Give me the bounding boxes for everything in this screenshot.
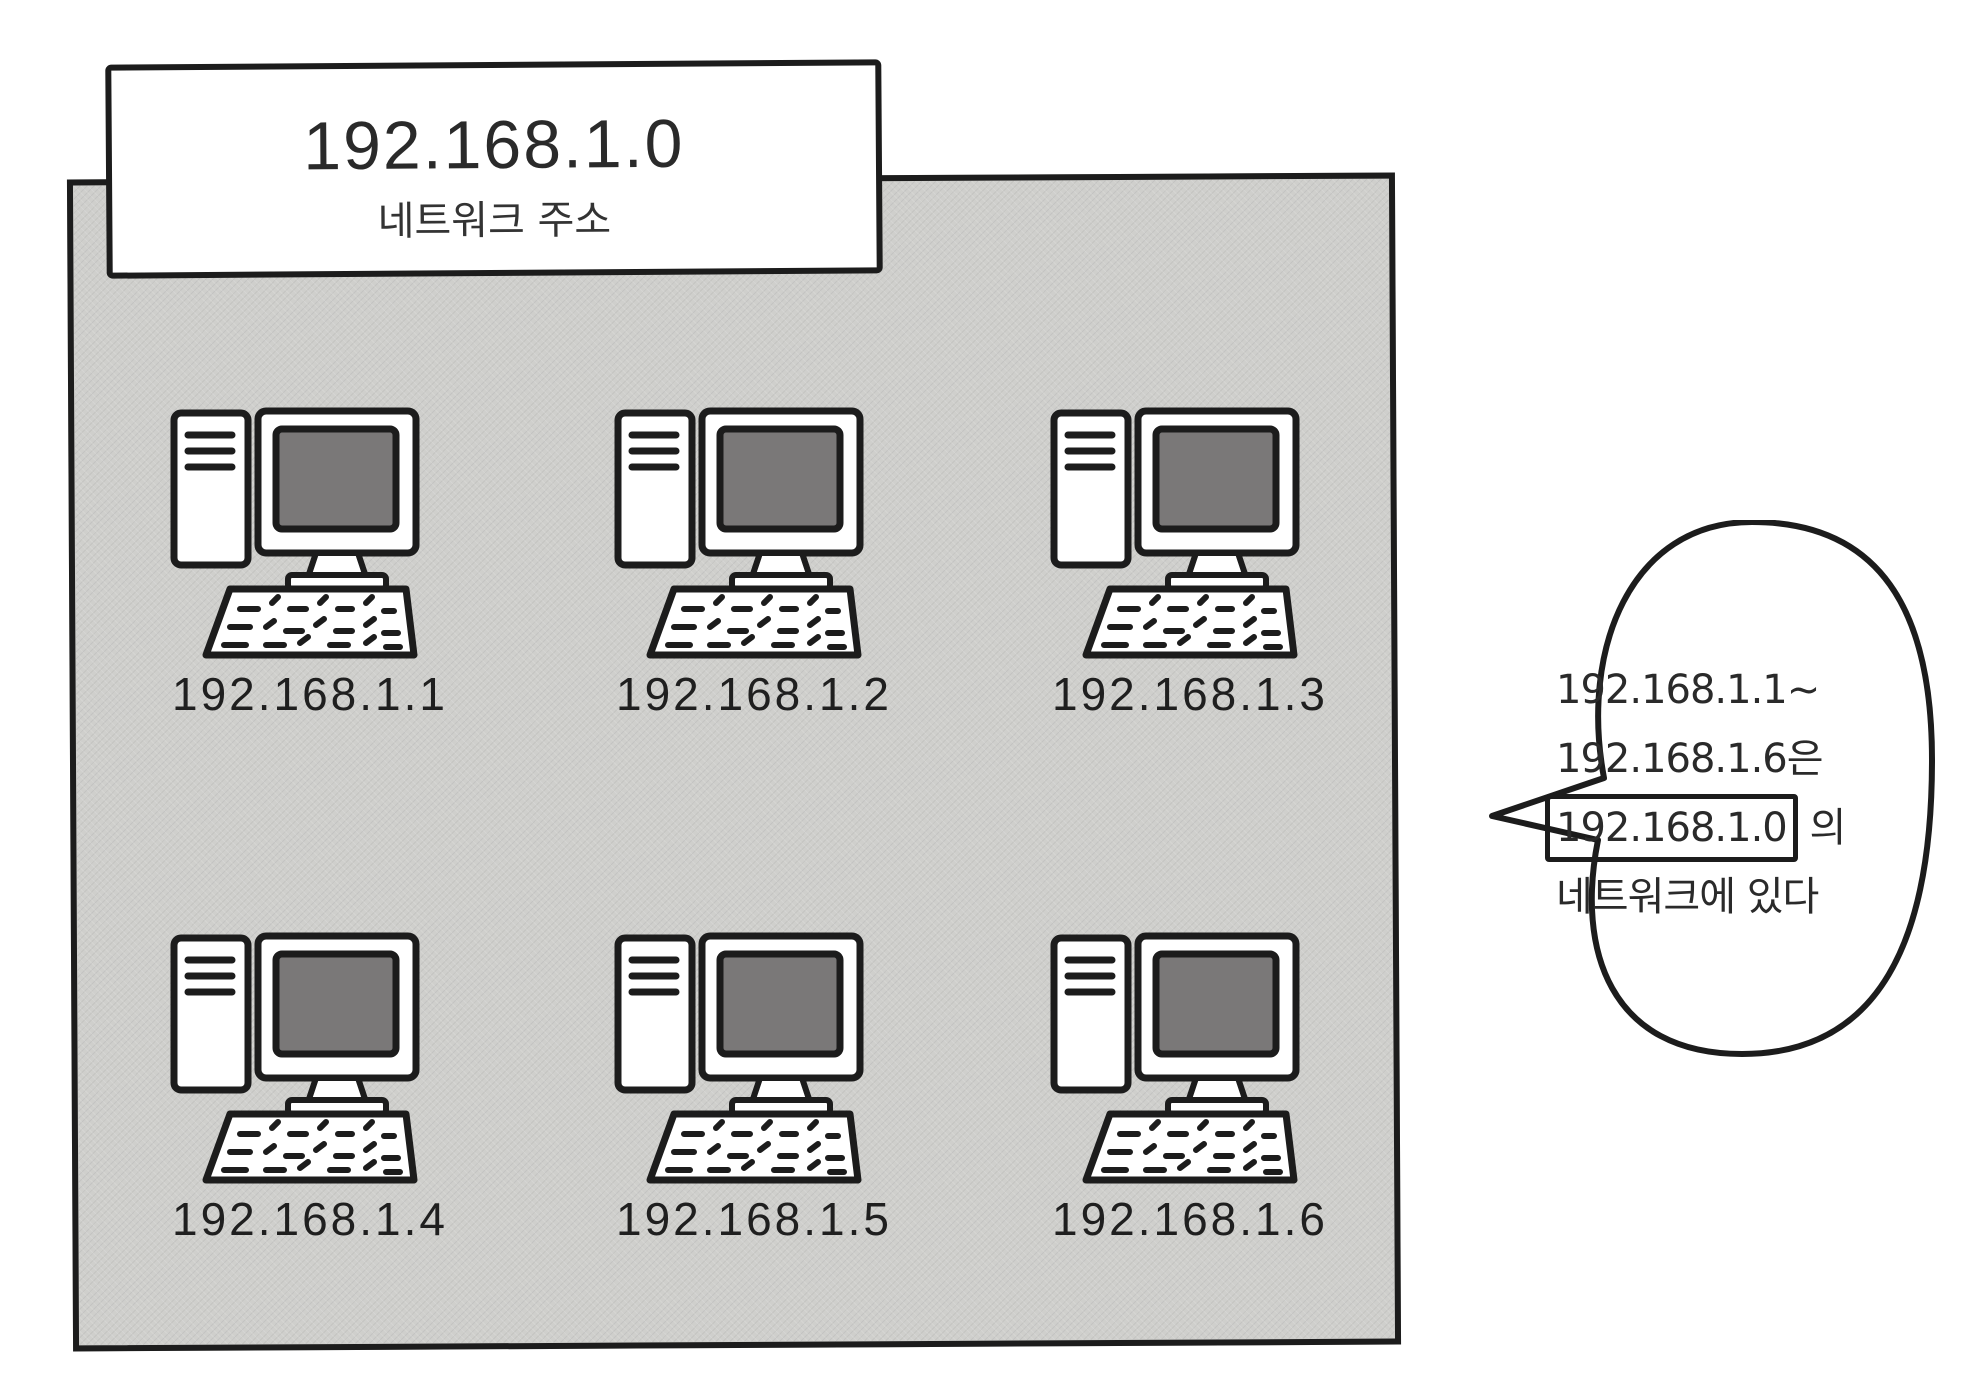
tower-case — [614, 934, 696, 1094]
computer-ip-label: 192.168.1.3 — [1051, 668, 1328, 720]
keyboard — [202, 585, 418, 659]
monitor — [1134, 407, 1300, 592]
callout-line-4: 네트워크에 있다 — [1556, 874, 1819, 920]
computer-2: 192.168.1.2 — [614, 405, 894, 745]
monitor — [698, 932, 864, 1117]
computer-1: 192.168.1.1 — [170, 405, 450, 745]
network-label-box: 192.168.1.0 네트워크 주소 — [105, 59, 883, 279]
callout-line-2: 192.168.1.6은 — [1556, 736, 1824, 782]
speech-bubble — [1489, 520, 1935, 1057]
computer-ip-label: 192.168.1.4 — [171, 1193, 448, 1245]
keyboard — [1082, 585, 1298, 659]
keyboard — [646, 1110, 862, 1184]
computer-icon — [614, 932, 864, 1184]
keyboard — [202, 1110, 418, 1184]
keyboard — [646, 585, 862, 659]
monitor — [698, 407, 864, 592]
callout-line-1: 192.168.1.1~ — [1556, 667, 1820, 713]
computer-5: 192.168.1.5 — [614, 930, 894, 1270]
computer-6: 192.168.1.6 — [1050, 930, 1330, 1270]
tower-case — [170, 934, 252, 1094]
callout-line-3-suffix: 의 — [1809, 805, 1846, 851]
tower-case — [170, 409, 252, 569]
callout-line-3: 192.168.1.0 의 — [1545, 794, 1916, 863]
computer-icon — [170, 932, 420, 1184]
computer-icon — [170, 407, 420, 659]
computer-icon — [614, 407, 864, 659]
computer-ip-label: 192.168.1.5 — [615, 1193, 892, 1245]
tower-case — [1050, 409, 1132, 569]
computer-ip-label: 192.168.1.1 — [171, 668, 448, 720]
tower-case — [1050, 934, 1132, 1094]
monitor — [254, 932, 420, 1117]
monitor — [254, 407, 420, 592]
computer-icon — [1050, 407, 1300, 659]
network-address: 192.168.1.0 — [302, 105, 685, 185]
computer-icon — [1050, 932, 1300, 1184]
computer-ip-label: 192.168.1.6 — [1051, 1193, 1328, 1245]
computer-4: 192.168.1.4 — [170, 930, 450, 1270]
monitor — [1134, 932, 1300, 1117]
tower-case — [614, 409, 696, 569]
computer-ip-label: 192.168.1.2 — [615, 668, 892, 720]
keyboard — [1082, 1110, 1298, 1184]
computer-3: 192.168.1.3 — [1050, 405, 1330, 745]
callout-text: 192.168.1.1~ 192.168.1.6은 192.168.1.0 의 … — [1545, 656, 1916, 932]
callout-boxed-network-address: 192.168.1.0 — [1545, 794, 1798, 862]
network-address-caption: 네트워크 주소 — [377, 197, 612, 245]
